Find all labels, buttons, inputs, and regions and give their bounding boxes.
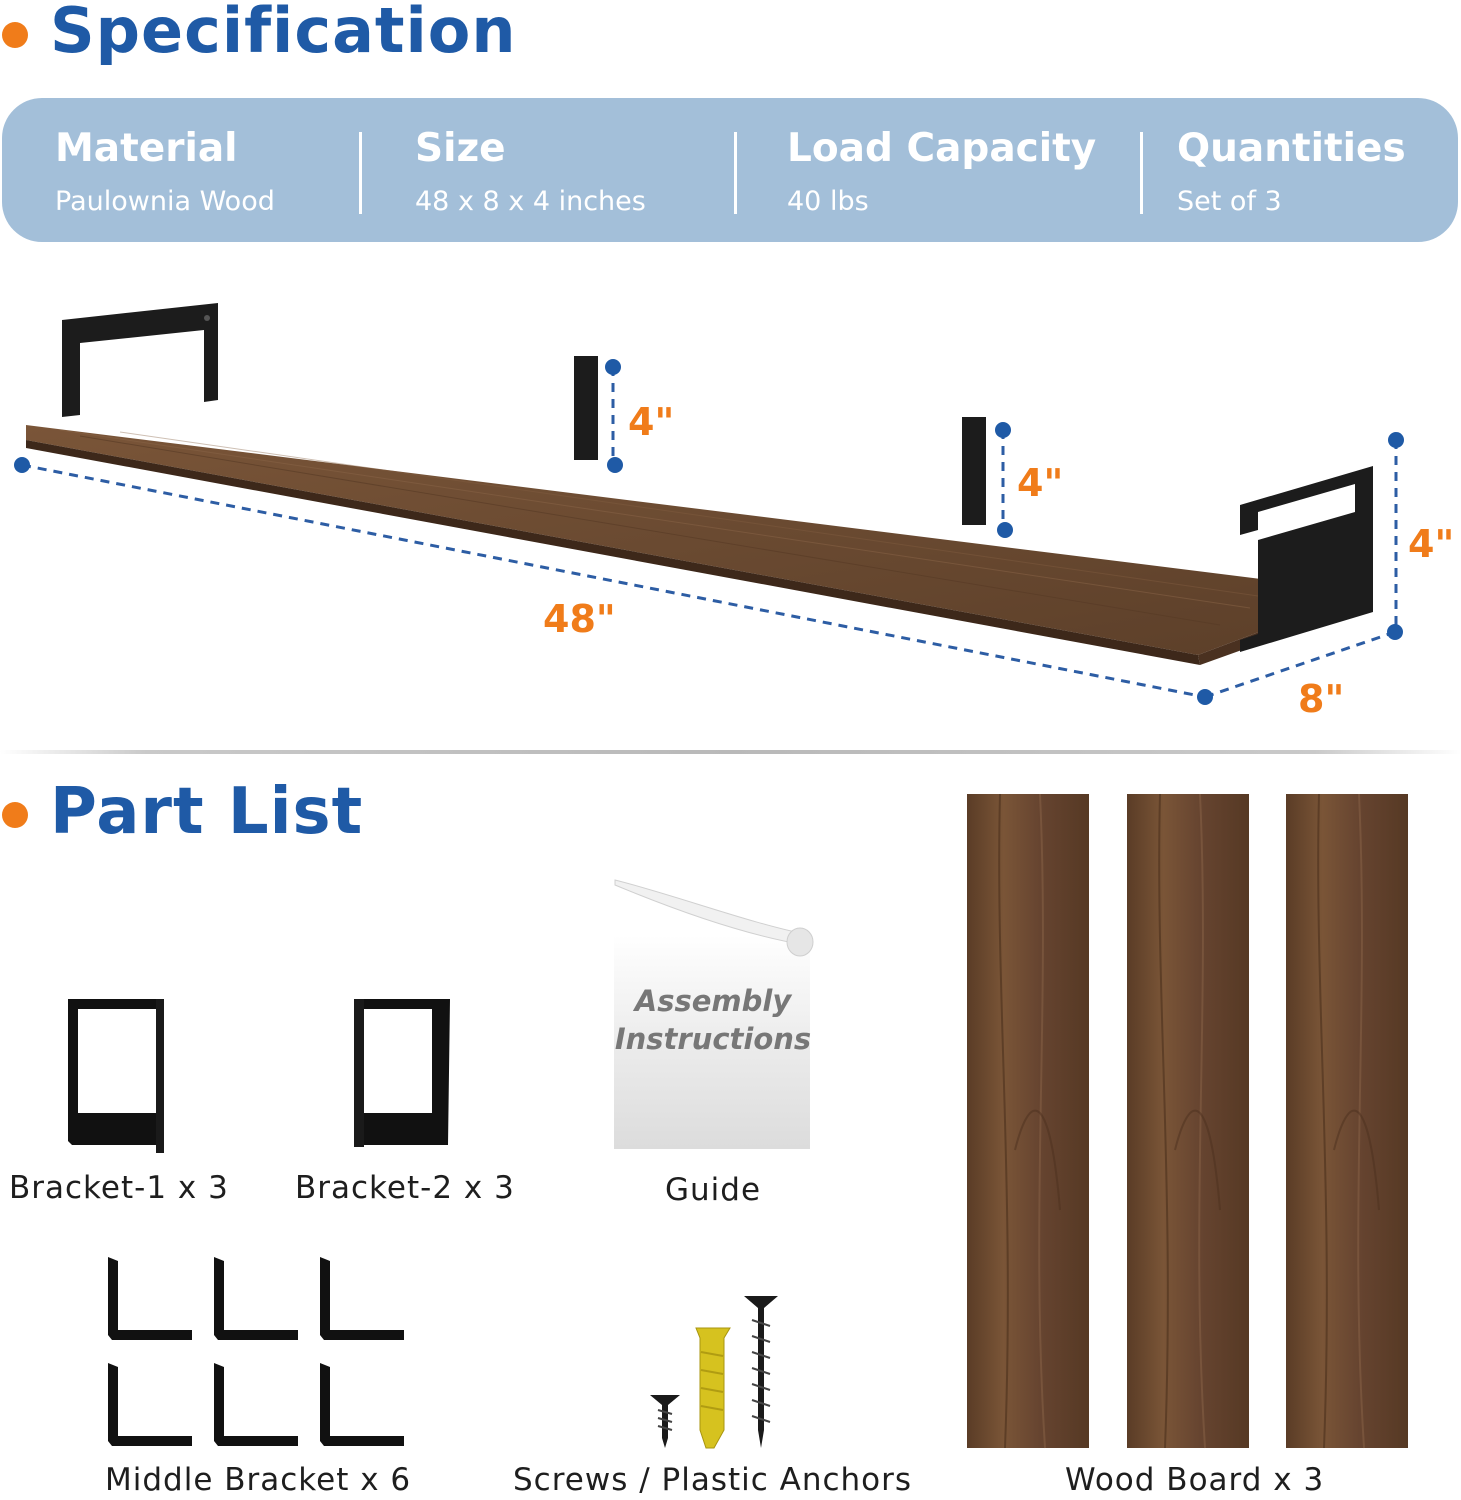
spec-label: Material xyxy=(55,126,238,171)
spec-divider xyxy=(734,132,737,214)
screws-anchors-icon xyxy=(650,1296,778,1449)
guide-label: Guide xyxy=(665,1172,762,1208)
guide-booklet-icon xyxy=(614,879,814,1149)
wood-board xyxy=(1127,793,1249,1449)
title-bullet xyxy=(2,22,28,48)
middle-bracket-1 xyxy=(574,356,598,460)
spec-value: 48 x 8 x 4 inches xyxy=(415,186,646,217)
dimension-height-mid1-label: 4" xyxy=(628,400,674,444)
guide-booklet-text: Assembly Instructions xyxy=(613,982,813,1058)
spec-value: Paulownia Wood xyxy=(55,186,275,217)
wood-boards-icon xyxy=(967,793,1408,1449)
specification-title: Specification xyxy=(50,0,517,67)
guide-line-1: Assembly xyxy=(634,984,792,1018)
wood-board xyxy=(967,793,1089,1449)
guide-line-2: Instructions xyxy=(614,1022,812,1056)
title-bullet xyxy=(2,802,28,828)
spec-label: Load Capacity xyxy=(787,126,1097,171)
part-list-title: Part List xyxy=(50,775,364,849)
spec-label: Size xyxy=(415,126,506,171)
screws-anchors-label: Screws / Plastic Anchors xyxy=(513,1462,913,1498)
section-divider xyxy=(0,750,1461,754)
dimension-height-end-label: 4" xyxy=(1408,522,1454,566)
middle-bracket-label: Middle Bracket x 6 xyxy=(105,1462,412,1498)
spec-divider xyxy=(359,132,362,214)
middle-brackets-icon xyxy=(108,1257,404,1446)
dimension-endpoints xyxy=(14,359,1404,705)
middle-bracket-2 xyxy=(962,417,986,525)
spec-divider xyxy=(1140,132,1143,214)
bracket-2-icon xyxy=(354,999,450,1147)
spec-value: Set of 3 xyxy=(1177,186,1282,217)
dimension-depth-label: 8" xyxy=(1298,677,1344,721)
bracket-1-icon xyxy=(68,999,164,1153)
spec-label: Quantities xyxy=(1177,126,1406,171)
end-bracket-right xyxy=(1240,466,1373,652)
bracket-2-label: Bracket-2 x 3 xyxy=(295,1170,515,1206)
shelf-dimension-diagram: 48" 8" 4" 4" 4" xyxy=(14,303,1454,721)
wood-board xyxy=(1286,793,1408,1449)
spec-value: 40 lbs xyxy=(787,186,869,217)
dimension-height-mid2-label: 4" xyxy=(1017,461,1063,505)
dimension-lines xyxy=(21,367,1398,699)
dimension-length-label: 48" xyxy=(543,597,616,641)
wood-board-label: Wood Board x 3 xyxy=(1065,1462,1325,1498)
bracket-1-label: Bracket-1 x 3 xyxy=(9,1170,229,1206)
specification-bar: Material Paulownia Wood Size 48 x 8 x 4 … xyxy=(2,98,1458,242)
end-bracket-left xyxy=(62,303,218,417)
shelf-board xyxy=(26,425,1367,665)
